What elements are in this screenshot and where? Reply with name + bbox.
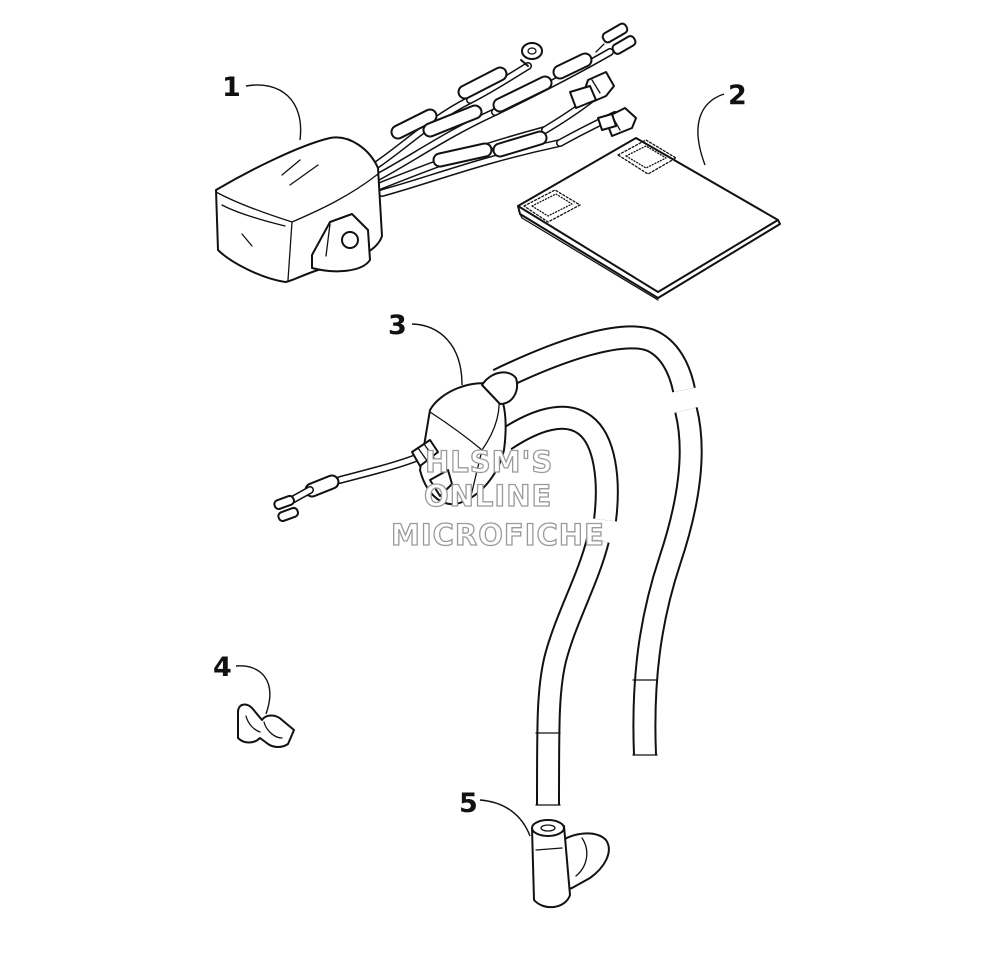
leader-1 bbox=[245, 84, 302, 141]
ring-terminal bbox=[520, 42, 543, 67]
high-tension-lead-b bbox=[498, 405, 619, 806]
watermark-line-3: MICROFICHE bbox=[391, 518, 605, 552]
coil-body bbox=[411, 371, 518, 506]
shim-adhesive-patch-left bbox=[523, 189, 581, 223]
watermark-line-1: HLSM'S bbox=[425, 445, 553, 479]
coil-primary-lead bbox=[273, 454, 420, 522]
coupler-connectors bbox=[569, 71, 637, 137]
high-tension-lead-a bbox=[492, 325, 703, 756]
callout-4: 4 bbox=[213, 652, 232, 683]
bullet-connectors bbox=[595, 22, 637, 55]
leader-5 bbox=[479, 799, 531, 837]
callout-3: 3 bbox=[388, 310, 407, 341]
leader-4 bbox=[235, 665, 271, 715]
watermark-line-2: ONLINE bbox=[424, 479, 552, 513]
watermark: HLSM'S ONLINE MICROFICHE bbox=[390, 444, 605, 552]
leader-2 bbox=[697, 93, 725, 166]
callout-2: 2 bbox=[728, 80, 747, 111]
leader-3 bbox=[411, 323, 463, 386]
cdi-box-part[interactable] bbox=[215, 22, 637, 283]
ignition-coil-part[interactable] bbox=[273, 325, 703, 806]
shim-adhesive-patch-right bbox=[617, 139, 677, 175]
callout-1: 1 bbox=[222, 72, 241, 103]
spark-plug-cap-part[interactable] bbox=[531, 819, 610, 909]
shim-pad-part[interactable] bbox=[517, 137, 781, 301]
cdi-harness-sleeves bbox=[390, 52, 593, 168]
callout-leaders bbox=[235, 84, 725, 837]
cdi-box-body bbox=[215, 136, 383, 283]
callout-5: 5 bbox=[459, 788, 478, 819]
wire-clip-part[interactable] bbox=[237, 703, 295, 748]
